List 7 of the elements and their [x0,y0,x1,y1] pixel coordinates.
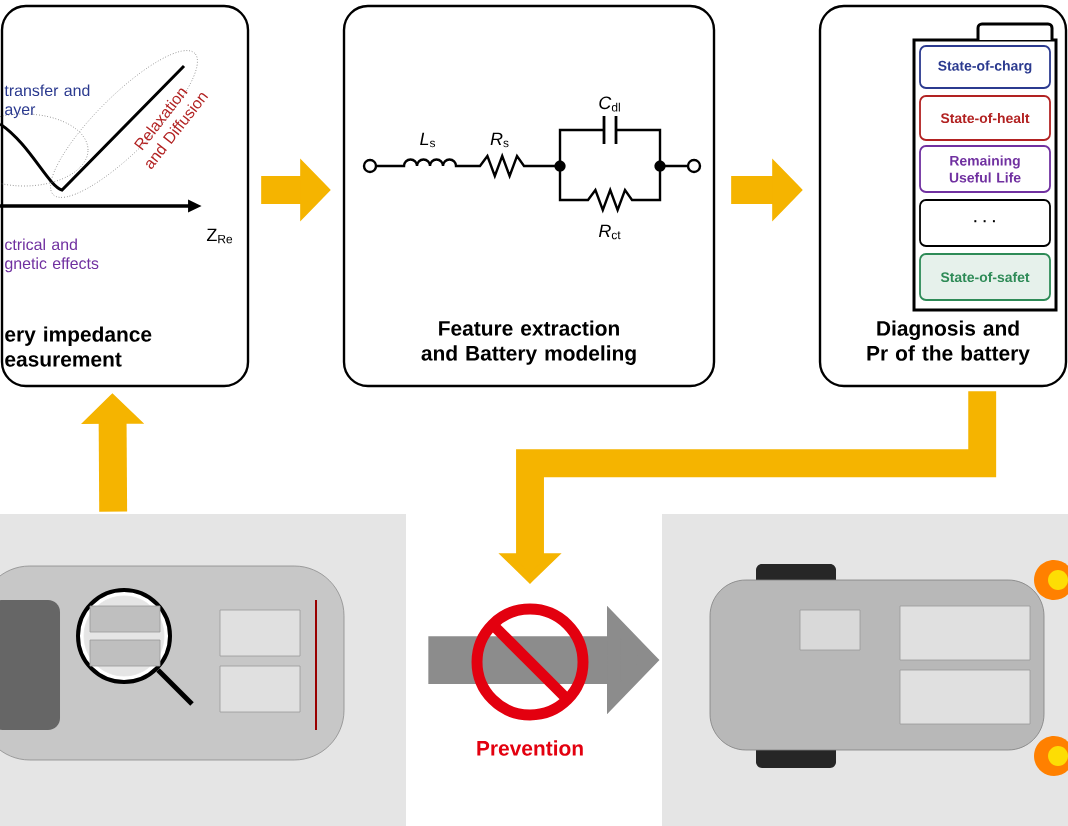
component-label: R$_{s}$ [490,132,509,148]
car-photo [662,514,1068,826]
sign-caption: Prevention [477,740,583,756]
component-label: R$_{ct}$ [598,224,621,240]
component-label: L$_{s}$ [420,132,436,148]
component-label: C$_{dl}$ [599,96,620,112]
plot-label: Z$_{Re}$ [206,228,233,244]
